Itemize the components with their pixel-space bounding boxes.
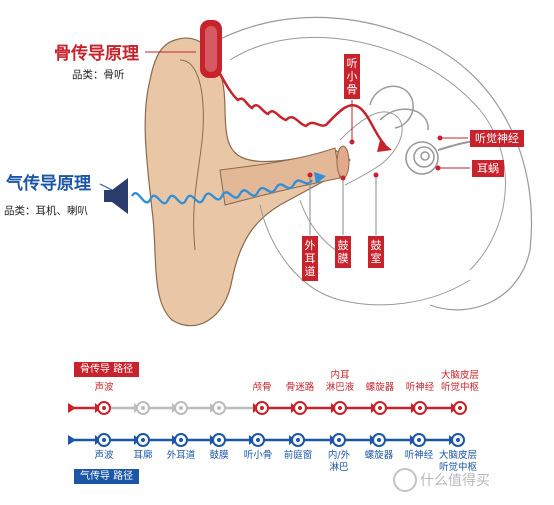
air-path-label: 内/外淋巴 [327,450,351,473]
bone-path-node-dot [378,406,382,410]
air-path-label: 声波 [94,450,114,461]
label-ossicles: 听小骨 [344,54,360,99]
label-cochlea: 耳蜗 [472,160,504,177]
air-path-node-dot [296,438,300,442]
bone-path-label: 听神经 [405,382,435,393]
air-speaker [112,178,128,214]
bone-path-node-dot [217,406,221,410]
bone-conduction-title: 骨传导原理 [54,44,139,64]
air-path-node-dot [377,438,381,442]
air-path-node-dot [417,438,421,442]
bone-path-node-dot [458,406,462,410]
bone-path-node-dot [418,406,422,410]
bone-path-node-dot [298,406,302,410]
air-path-node-dot [337,438,341,442]
air-path-badge: 气传导 路径 [74,469,140,484]
watermark-text: 什么值得买 [420,473,490,489]
pathway-graphic [68,401,467,447]
bone-path-node-dot [141,406,145,410]
jaw-line [259,204,471,306]
bone-path-node-dot [179,406,183,410]
air-conduction-wave [130,179,313,205]
air-path-label: 听神经 [404,450,434,461]
air-path-node-dot [179,438,183,442]
ear-illustration [99,16,533,327]
bone-device [200,20,222,78]
bone-path-label: 声波 [94,382,114,393]
ear-canal [219,147,341,206]
air-path-node-dot [102,438,106,442]
bone-path-label: 内耳淋巴液 [325,370,355,393]
eardrum-shape [336,145,350,179]
air-path-label: 外耳道 [166,450,196,461]
label-tympanic-cavity: 鼓室 [368,236,384,268]
semicircular-canal-2 [379,108,429,131]
bone-path-label: 大脑皮层听觉中枢 [440,370,479,393]
air-path-label: 大脑皮层听觉中枢 [438,450,477,473]
air-path-label: 前庭窗 [283,450,313,461]
air-path-node-dot [256,438,260,442]
air-conduction-category: 品类：耳机、喇叭 [4,205,88,217]
air-path-label: 耳廓 [133,450,153,461]
semicircular-canals [369,85,414,129]
air-wave-arrow [314,172,326,184]
bone-wave-arrow [377,140,392,152]
air-conduction-title: 气传导原理 [6,174,91,194]
bone-path-head [68,403,76,413]
air-path-node-dot [217,438,221,442]
head-outline [149,16,533,311]
air-path-node-dot [456,438,460,442]
air-path-label: 螺旋器 [364,450,394,461]
bone-path-node-dot [338,406,342,410]
bone-path-node-dot [260,406,264,410]
label-ear-canal: 外耳道 [302,236,318,281]
air-path-head [68,435,76,445]
air-path-label: 听小骨 [243,450,273,461]
skull-outline [229,36,506,271]
bone-conduction-category: 品类：骨听 [72,69,125,81]
air-path-label: 鼓膜 [209,450,229,461]
label-eardrum: 鼓膜 [335,236,351,268]
bone-path-label: 螺旋器 [365,382,395,393]
air-path-node-dot [141,438,145,442]
pinna-inner-fold [179,59,204,251]
bone-path-label: 颅骨 [252,382,272,393]
label-auditory-nerve: 听觉神经 [470,130,524,147]
cochlea-spiral [405,141,439,175]
bone-path-node-dot [102,406,106,410]
bone-conduction-wave [216,69,386,146]
bone-path-label: 骨迷路 [285,382,315,393]
watermark-icon [393,468,417,492]
bone-path-badge: 骨传导 路径 [74,362,140,377]
